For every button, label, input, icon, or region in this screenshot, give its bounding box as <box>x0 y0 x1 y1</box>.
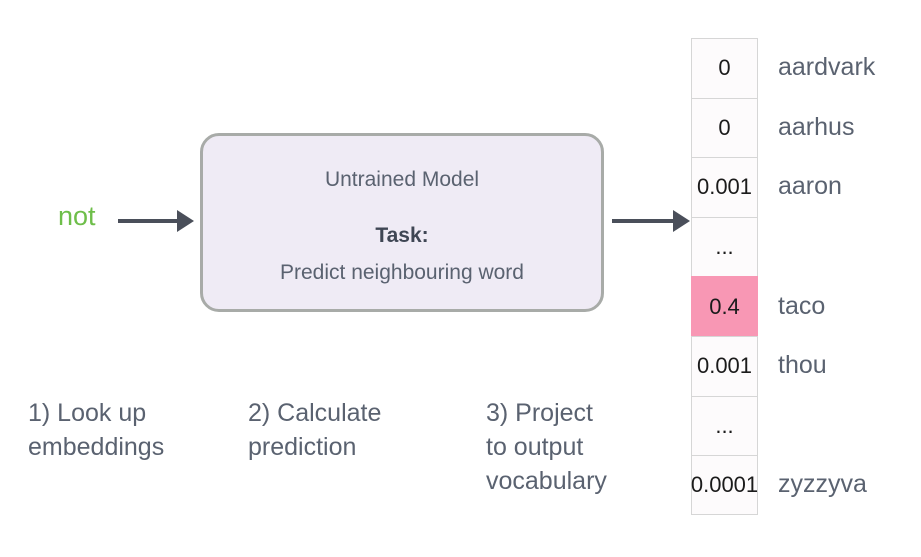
vocab-row: 0 aarhus <box>691 97 875 158</box>
arrow-shaft <box>612 219 674 223</box>
vocab-word-label: taco <box>778 291 826 320</box>
vocab-probability-cell: 0.001 <box>691 335 758 396</box>
step-caption-2: 2) Calculate prediction <box>248 399 382 461</box>
vocab-row: 0.001 thou <box>691 335 875 396</box>
model-task-description: Predict neighbouring word <box>280 261 524 284</box>
arrow-right-icon-input <box>118 210 194 232</box>
step-caption-1: 1) Look up embeddings <box>28 399 165 461</box>
vocab-word-label: zyzzyva <box>778 470 867 499</box>
model-task-label: Task: <box>375 224 429 247</box>
vocab-probability-cell: 0.0001 <box>691 455 758 515</box>
vocab-probability-cell: 0 <box>691 38 758 98</box>
vocab-probability-cell: ... <box>691 395 758 456</box>
vocab-probability-cell: 0.001 <box>691 157 758 217</box>
arrow-shaft <box>118 219 178 223</box>
step-caption-3: 3) Project to output vocabulary <box>486 399 607 495</box>
vocab-row: ... <box>691 395 875 456</box>
vocab-row: ... <box>691 216 875 277</box>
vocab-row: 0.4 taco <box>691 276 875 336</box>
arrow-head <box>673 210 690 232</box>
vocab-word-label: thou <box>778 351 827 380</box>
model-title: Untrained Model <box>324 168 480 191</box>
arrow-head <box>177 210 194 232</box>
vocab-word-label: aarhus <box>778 112 855 141</box>
vocab-row: 0.001 aaron <box>691 157 875 217</box>
vocab-word-label: aaron <box>778 172 842 201</box>
arrow-right-icon-output <box>612 210 690 232</box>
model-box: Untrained Model Task: Predict neighbouri… <box>200 133 604 312</box>
input-word-label: not <box>58 201 96 231</box>
vocab-row: 0.0001 zyzzyva <box>691 455 875 515</box>
vocab-row: 0 aardvark <box>691 38 875 98</box>
vocab-word-label: aardvark <box>778 53 876 82</box>
vocab-probability-cell: 0.4 <box>691 276 758 336</box>
vocab-probability-cell: 0 <box>691 97 758 158</box>
vocab-probability-cell: ... <box>691 216 758 277</box>
